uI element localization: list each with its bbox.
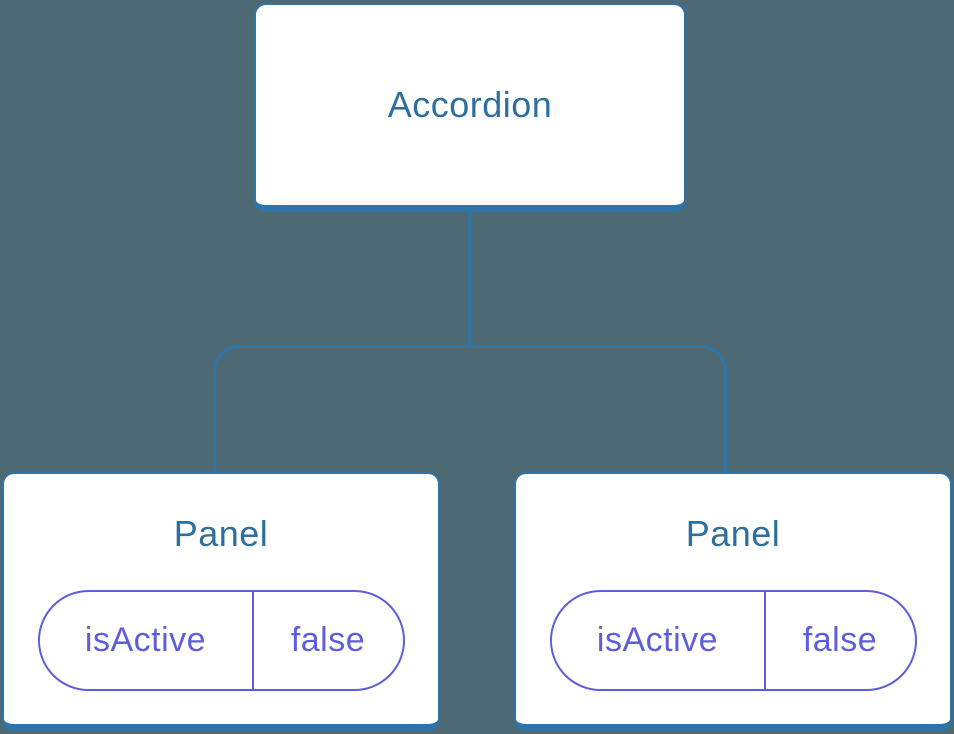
state-key: isActive (40, 592, 254, 689)
state-pill: isActive false (37, 590, 405, 691)
state-pill: isActive false (549, 590, 917, 691)
panel-node-label: Panel (173, 513, 269, 554)
connector-stem (468, 212, 472, 347)
accordion-node-label: Accordion (387, 84, 553, 125)
state-key: isActive (552, 592, 766, 689)
accordion-node: Accordion (254, 3, 686, 212)
state-value: false (290, 621, 366, 659)
state-value: false (802, 621, 878, 659)
panel-node-left: Panel isActive false (2, 472, 440, 731)
panel-node-right: Panel isActive false (514, 472, 952, 731)
connector-bracket (213, 345, 727, 472)
panel-node-label: Panel (685, 513, 781, 554)
